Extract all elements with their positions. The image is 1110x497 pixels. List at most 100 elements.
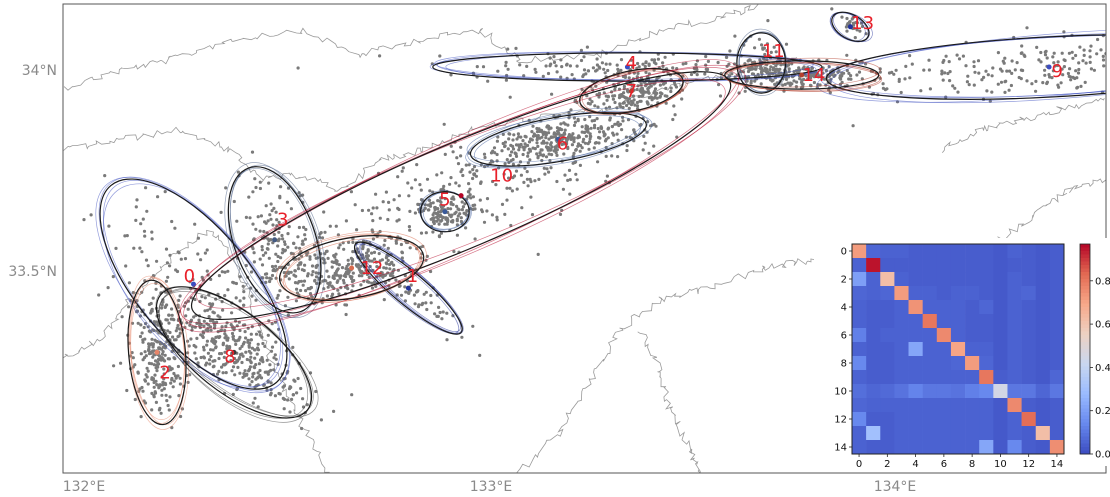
- earthquake-point: [270, 209, 274, 213]
- earthquake-point: [150, 391, 154, 395]
- earthquake-point: [260, 263, 265, 267]
- earthquake-point: [552, 149, 556, 153]
- earthquake-point: [279, 256, 283, 260]
- lon-tick-133: 133°E: [470, 479, 513, 495]
- earthquake-point: [202, 345, 206, 349]
- cluster-ellipse-sample-13: [833, 11, 873, 43]
- earthquake-point: [625, 144, 629, 148]
- earthquake-point: [165, 399, 169, 403]
- earthquake-point: [466, 190, 470, 194]
- heatmap-cell: [866, 370, 881, 385]
- heatmap-cell: [965, 342, 980, 357]
- earthquake-point: [451, 195, 455, 199]
- earthquake-point: [408, 228, 412, 232]
- earthquake-point: [581, 140, 585, 144]
- earthquake-point: [941, 78, 945, 82]
- heatmap-cell: [852, 412, 867, 427]
- earthquake-point: [223, 328, 227, 333]
- earthquake-point: [451, 150, 455, 154]
- earthquake-point: [176, 364, 180, 369]
- colorbar-segment: [1080, 380, 1090, 385]
- earthquake-point: [432, 216, 436, 220]
- earthquake-point: [205, 343, 209, 347]
- earthquake-point: [566, 178, 570, 182]
- heatmap-cell: [950, 412, 966, 427]
- colorbar-segment: [1080, 272, 1090, 276]
- earthquake-point: [204, 328, 208, 332]
- earthquake-point: [205, 248, 209, 252]
- earthquake-point: [175, 269, 180, 274]
- heatmap-cell: [1035, 328, 1051, 343]
- earthquake-point: [295, 391, 299, 395]
- earthquake-point: [187, 344, 191, 348]
- earthquake-point: [1063, 58, 1067, 63]
- earthquake-point: [178, 331, 182, 335]
- earthquake-point: [757, 37, 762, 41]
- colorbar-segment: [1080, 321, 1090, 325]
- earthquake-point: [478, 353, 482, 357]
- earthquake-point: [555, 179, 559, 184]
- earthquake-point: [627, 76, 631, 80]
- earthquake-point: [400, 251, 404, 255]
- earthquake-point: [399, 293, 404, 297]
- heatmap-cell: [979, 370, 994, 385]
- earthquake-point: [641, 148, 645, 152]
- heatmap-cell: [922, 398, 938, 413]
- earthquake-point: [250, 150, 255, 154]
- earthquake-point: [382, 266, 386, 270]
- heatmap-x-tick-label: 0: [856, 459, 862, 470]
- colorbar-segment: [1080, 282, 1090, 287]
- earthquake-point: [472, 207, 476, 211]
- earthquake-point: [534, 70, 538, 74]
- earthquake-point: [274, 340, 278, 344]
- colorbar-segment: [1080, 244, 1090, 248]
- earthquake-point: [418, 183, 422, 187]
- earthquake-point: [248, 383, 252, 387]
- colorbar-tick-label: 0.6: [1095, 320, 1110, 331]
- earthquake-point: [270, 273, 275, 278]
- earthquake-point: [495, 215, 499, 219]
- earthquake-point: [207, 323, 211, 327]
- colorbar-segment: [1080, 412, 1090, 416]
- earthquake-point: [652, 58, 657, 62]
- earthquake-point: [306, 272, 310, 276]
- earthquake-point: [325, 294, 329, 298]
- heatmap-cell: [880, 356, 895, 371]
- earthquake-point: [955, 53, 959, 57]
- earthquake-point: [579, 58, 584, 63]
- colorbar-tick-label: 0.2: [1095, 406, 1110, 417]
- earthquake-point: [495, 139, 499, 143]
- earthquake-point: [1077, 61, 1081, 65]
- heatmap-cell: [993, 440, 1008, 455]
- colorbar-segment: [1080, 286, 1090, 290]
- earthquake-point: [304, 227, 308, 232]
- earthquake-point: [286, 245, 290, 249]
- earthquake-point: [210, 303, 214, 307]
- heatmap-cell: [1007, 314, 1022, 329]
- earthquake-point: [492, 146, 497, 150]
- colorbar-segment: [1080, 328, 1090, 332]
- cluster-ellipse-12: [278, 235, 425, 301]
- earthquake-point: [728, 49, 732, 53]
- earthquake-point: [927, 68, 932, 72]
- earthquake-point: [1074, 69, 1078, 73]
- heatmap-cell: [965, 370, 980, 385]
- earthquake-point: [600, 61, 605, 65]
- earthquake-point: [620, 128, 624, 132]
- heatmap-cell: [965, 314, 980, 329]
- earthquake-point: [894, 68, 898, 72]
- heatmap-cell: [1007, 370, 1022, 385]
- earthquake-point: [658, 94, 663, 98]
- colorbar-segment: [1080, 247, 1090, 252]
- earthquake-point: [570, 143, 575, 147]
- earthquake-point: [555, 70, 559, 74]
- earthquake-point: [1039, 60, 1043, 64]
- earthquake-point: [540, 130, 545, 134]
- earthquake-point: [439, 231, 443, 235]
- earthquake-point: [258, 180, 262, 184]
- earthquake-point: [763, 52, 767, 57]
- earthquake-point: [123, 234, 127, 238]
- earthquake-point: [242, 303, 246, 307]
- heatmap-cell: [1007, 342, 1022, 357]
